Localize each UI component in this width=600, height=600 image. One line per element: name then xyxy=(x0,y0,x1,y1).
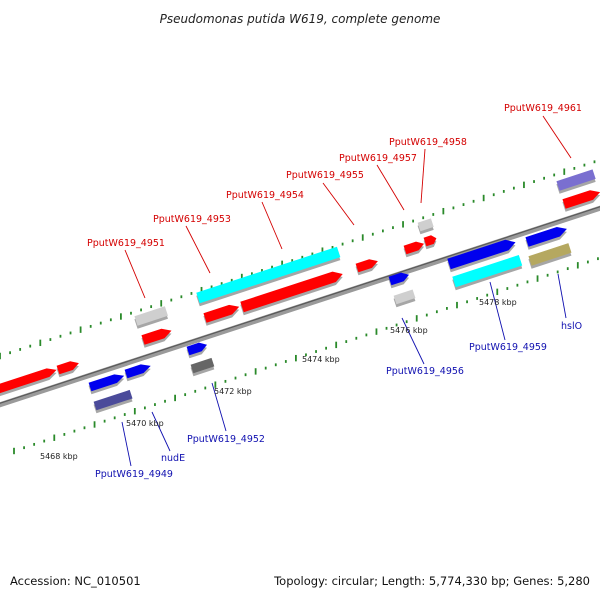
gene-label-pputw619-4954: PputW619_4954 xyxy=(226,190,304,201)
gene-pputw619-4953 xyxy=(203,304,240,323)
topology-text: Topology: circular; Length: 5,774,330 bp… xyxy=(274,574,590,588)
gene-pputw619-4949 xyxy=(88,374,125,392)
gene-gray-4951 xyxy=(134,306,168,326)
scale-label-5478: 5478 kbp xyxy=(479,298,517,307)
gene-pputw619-4952 xyxy=(186,342,208,356)
callout-pputw619-4958 xyxy=(420,148,426,204)
gene-label-pputw619-4949: PputW619_4949 xyxy=(95,469,173,480)
gene-pputw619-4957 xyxy=(403,241,425,255)
gene-features xyxy=(0,169,600,414)
callout-pputw619-4955 xyxy=(322,182,355,226)
gene-label-pputw619-4961: PputW619_4961 xyxy=(504,103,582,114)
gene-pputw619-4958 xyxy=(417,218,434,232)
gene-label-pputw619-4951: PputW619_4951 xyxy=(87,238,165,249)
gene-red-left xyxy=(0,368,57,394)
gene-pputw619-4959 xyxy=(447,239,516,270)
gene-label-pputw619-4957: PputW619_4957 xyxy=(339,153,417,164)
callout-pputw619-4954 xyxy=(261,201,283,250)
callout-pputw619-4961 xyxy=(542,115,572,159)
scale-label-5468: 5468 kbp xyxy=(40,452,78,461)
callout-pputw619-4956 xyxy=(401,317,425,365)
callout-hslo xyxy=(557,273,567,319)
gene-blue-nude-upper xyxy=(124,364,151,379)
label-callouts xyxy=(121,115,572,467)
gene-label-pputw619-4958: PputW619_4958 xyxy=(389,137,467,148)
callout-nude xyxy=(151,411,171,452)
scale-label-5470: 5470 kbp xyxy=(126,419,164,428)
gene-pputw619-4961-lavender xyxy=(556,169,596,191)
gene-pputw619-4955 xyxy=(355,259,378,273)
callout-pputw619-4953 xyxy=(185,225,211,274)
gene-pputw619-4961 xyxy=(562,190,600,209)
callout-pputw619-4959 xyxy=(489,281,506,341)
gene-pputw619-4954-cyan xyxy=(196,246,341,304)
gene-pputw619-4956 xyxy=(388,272,410,286)
scale-label-5476: 5476 kbp xyxy=(390,326,428,335)
callout-pputw619-4957 xyxy=(376,164,405,211)
gene-hslo-blue xyxy=(525,226,567,247)
gene-red-long xyxy=(240,271,343,313)
gene-label-pputw619-4959: PputW619_4959 xyxy=(469,342,547,353)
gene-label-pputw619-4955: PputW619_4955 xyxy=(286,170,364,181)
gene-label-pputw619-4952: PputW619_4952 xyxy=(187,434,265,445)
callout-pputw619-4949 xyxy=(121,421,132,467)
scale-label-5474: 5474 kbp xyxy=(302,355,340,364)
gene-gray-4952 xyxy=(190,357,215,374)
gene-pputw619-4951 xyxy=(141,328,172,345)
gene-label-pputw619-4956: PputW619_4956 xyxy=(386,366,464,377)
genome-backbone xyxy=(0,205,600,408)
map-title: Pseudomonas putida W619, complete genome xyxy=(160,12,441,26)
gene-label-pputw619-4953: PputW619_4953 xyxy=(153,214,231,225)
callout-pputw619-4952 xyxy=(211,382,227,432)
scale-label-5472: 5472 kbp xyxy=(214,387,252,396)
accession-text: Accession: NC_010501 xyxy=(10,574,141,588)
gene-pputw619-4959-cyan xyxy=(452,254,523,288)
gene-red-small-left xyxy=(56,361,79,375)
gene-hslo xyxy=(528,243,572,266)
callout-pputw619-4951 xyxy=(124,249,146,299)
gene-gray-4956 xyxy=(393,289,416,305)
gene-pputw619-4949-navy xyxy=(93,389,133,411)
gene-label-nude: nudE xyxy=(161,453,185,464)
gene-label-hslo: hslO xyxy=(561,321,582,332)
gene-red-small-4957 xyxy=(423,235,437,247)
